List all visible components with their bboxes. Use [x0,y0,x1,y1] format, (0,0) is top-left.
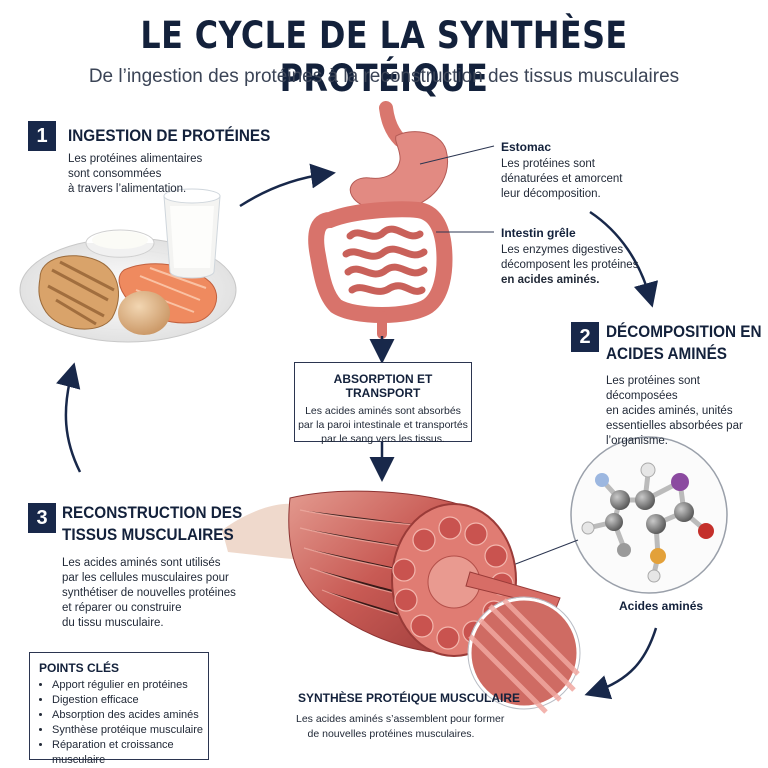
step-3-number: 3 [28,503,56,533]
key-points-list: Apport régulier en protéines Digestion e… [30,678,208,768]
stomach-label: Estomac [501,140,552,154]
step-1-title: INGESTION DE PROTÉINES [68,126,271,145]
key-point-item: Apport régulier en protéines [52,678,208,693]
key-points-title: POINTS CLÉS [39,661,120,675]
absorption-title: ABSORPTION ET TRANSPORT [333,372,433,400]
arrow-amino-to-synthesis [584,627,658,700]
cycle-arrows [56,163,659,700]
small-intestine [342,225,428,295]
key-point-item: Réparation et croissance musculaire [52,738,208,768]
egg [118,291,170,335]
large-intestine [308,201,453,323]
step-2-number: 2 [571,322,599,352]
intestine-label: Intestin grêle [501,226,576,240]
myofibril-magnified-illustration [467,596,581,714]
key-point-item: Absorption des acides aminés [52,708,208,723]
key-point-item: Digestion efficace [52,693,208,708]
page-title: LE CYCLE DE LA SYNTHÈSE PROTÉIQUE [140,14,628,100]
key-point-item: Synthèse protéique musculaire [52,723,208,738]
synthesis-text: Les acides aminés s’assemblent pour form… [296,713,505,740]
arrow-digestion-to-breakdown [589,210,659,308]
chicken-breast [38,255,120,330]
step-1-number: 1 [28,121,56,151]
amino-acids-label: Acides aminés [619,599,704,613]
muscle-fiber-illustration [222,490,561,657]
arrow-food-to-digestion [239,163,336,208]
page-subtitle: De l’ingestion des protéines à la recons… [88,66,680,87]
amino-acid-molecule-illustration [570,436,728,594]
food-plate-illustration [19,188,237,343]
absorption-box: ABSORPTION ET TRANSPORT Les acides aminé… [294,362,472,445]
milk-glass [163,188,221,279]
stomach-pointer-line [419,145,495,165]
arrow-reconstruction-to-food [56,362,82,473]
key-points-box: POINTS CLÉS Apport régulier en protéines… [29,652,209,766]
stomach-organ [349,131,448,211]
synthesis-title: SYNTHÈSE PROTÉIQUE MUSCULAIRE [298,691,521,705]
digestive-system-illustration [308,101,453,339]
cottage-cheese-bowl [85,229,155,258]
